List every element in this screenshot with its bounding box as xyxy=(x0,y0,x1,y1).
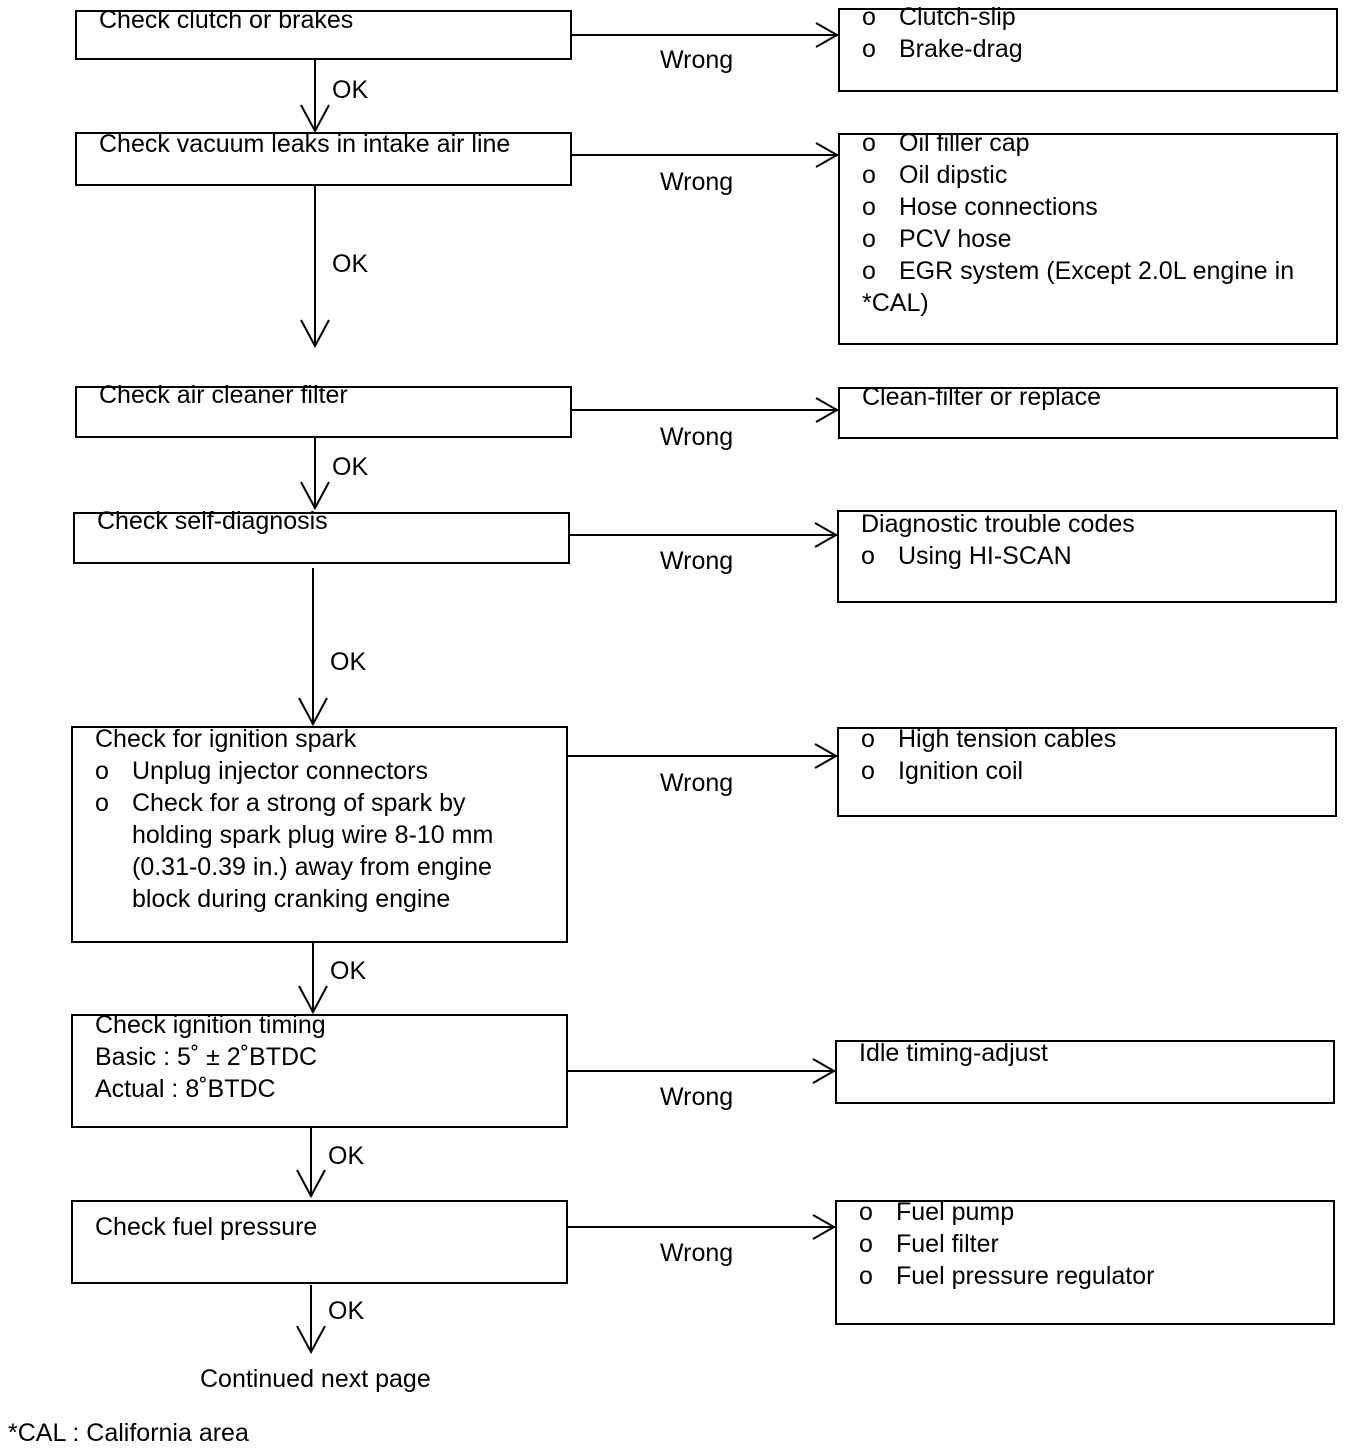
ok-arrow xyxy=(296,1285,326,1355)
step-text-line: Check for ignition spark xyxy=(95,725,357,753)
ok-label: OK xyxy=(332,250,369,278)
wrong-arrow xyxy=(572,397,840,423)
step-text-line: Basic : 5˚ ± 2˚BTDC xyxy=(95,1043,318,1071)
step-text-line: Check ignition timing xyxy=(95,1011,326,1039)
wrong-label: Wrong xyxy=(660,423,734,451)
bullet-marker: o xyxy=(95,789,109,817)
result-box xyxy=(838,133,1338,345)
result-text-line: Idle timing-adjust xyxy=(859,1039,1048,1067)
wrong-label: Wrong xyxy=(660,769,734,797)
ok-arrow xyxy=(300,186,330,349)
result-box xyxy=(835,1040,1335,1104)
result-box xyxy=(838,387,1338,439)
step-text-line: Check air cleaner filter xyxy=(99,381,348,409)
result-text-line: Oil dipstic xyxy=(899,161,1008,189)
bullet-marker: o xyxy=(862,193,876,221)
result-text-line: Clutch-slip xyxy=(899,3,1016,31)
bullet-marker: o xyxy=(861,725,875,753)
step-box xyxy=(75,132,572,186)
continued-next-page: Continued next page xyxy=(200,1365,431,1393)
step-box xyxy=(71,1200,568,1284)
result-box xyxy=(835,1200,1335,1325)
wrong-arrow xyxy=(568,1058,837,1084)
wrong-label: Wrong xyxy=(660,168,734,196)
ok-label: OK xyxy=(330,648,367,676)
step-box xyxy=(75,386,572,438)
step-text-line: Check vacuum leaks in intake air line xyxy=(99,130,511,158)
bullet-marker: o xyxy=(862,35,876,63)
wrong-label: Wrong xyxy=(660,46,734,74)
ok-label: OK xyxy=(328,1297,365,1325)
step-box xyxy=(71,1014,568,1128)
ok-label: OK xyxy=(328,1142,365,1170)
result-text-line: *CAL) xyxy=(862,289,929,317)
ok-arrow xyxy=(296,1128,326,1199)
result-text-line: PCV hose xyxy=(899,225,1012,253)
ok-arrow xyxy=(298,568,328,727)
bullet-marker: o xyxy=(862,3,876,31)
wrong-arrow xyxy=(572,142,840,168)
wrong-arrow xyxy=(568,743,839,769)
wrong-label: Wrong xyxy=(660,1083,734,1111)
step-text-line: Check for a strong of spark by xyxy=(132,789,466,817)
step-text-line: Unplug injector connectors xyxy=(132,757,428,785)
bullet-marker: o xyxy=(861,757,875,785)
ok-label: OK xyxy=(330,957,367,985)
ok-arrow xyxy=(300,60,330,134)
step-text-line: Actual : 8˚BTDC xyxy=(95,1075,276,1103)
result-text-line: Using HI-SCAN xyxy=(898,542,1072,570)
bullet-marker: o xyxy=(859,1198,873,1226)
wrong-arrow xyxy=(570,522,839,548)
ok-label: OK xyxy=(332,453,369,481)
step-text-line: Check clutch or brakes xyxy=(99,6,354,34)
wrong-label: Wrong xyxy=(660,1239,734,1267)
result-text-line: Ignition coil xyxy=(898,757,1024,785)
wrong-label: Wrong xyxy=(660,547,734,575)
bullet-marker: o xyxy=(861,542,875,570)
step-text-line: Check self-diagnosis xyxy=(97,507,328,535)
result-text-line: Diagnostic trouble codes xyxy=(861,510,1135,538)
result-text-line: Fuel pump xyxy=(896,1198,1015,1226)
ok-label: OK xyxy=(332,76,369,104)
result-box xyxy=(838,8,1338,92)
wrong-arrow xyxy=(568,1214,837,1240)
result-text-line: Oil filler cap xyxy=(899,129,1030,157)
result-text-line: Fuel pressure regulator xyxy=(896,1262,1155,1290)
step-text-line: holding spark plug wire 8-10 mm xyxy=(132,821,494,849)
ok-arrow xyxy=(300,438,330,511)
step-text-line: block during cranking engine xyxy=(132,885,451,913)
result-text-line: Fuel filter xyxy=(896,1230,999,1258)
result-text-line: Brake-drag xyxy=(899,35,1023,63)
bullet-marker: o xyxy=(862,161,876,189)
ok-arrow xyxy=(298,943,328,1015)
bullet-marker: o xyxy=(862,257,876,285)
wrong-arrow xyxy=(572,22,840,48)
result-box xyxy=(837,727,1337,817)
footnote: *CAL : California area xyxy=(8,1419,249,1447)
step-text-line: Check fuel pressure xyxy=(95,1213,318,1241)
result-text-line: Clean-filter or replace xyxy=(862,383,1101,411)
bullet-marker: o xyxy=(95,757,109,785)
bullet-marker: o xyxy=(859,1230,873,1258)
bullet-marker: o xyxy=(862,225,876,253)
step-text-line: (0.31-0.39 in.) away from engine xyxy=(132,853,492,881)
step-box xyxy=(71,726,568,943)
step-box xyxy=(73,512,570,564)
result-text-line: High tension cables xyxy=(898,725,1117,753)
bullet-marker: o xyxy=(859,1262,873,1290)
result-box xyxy=(837,510,1337,603)
step-box xyxy=(75,10,572,60)
bullet-marker: o xyxy=(862,129,876,157)
result-text-line: Hose connections xyxy=(899,193,1098,221)
result-text-line: EGR system (Except 2.0L engine in xyxy=(899,257,1295,285)
